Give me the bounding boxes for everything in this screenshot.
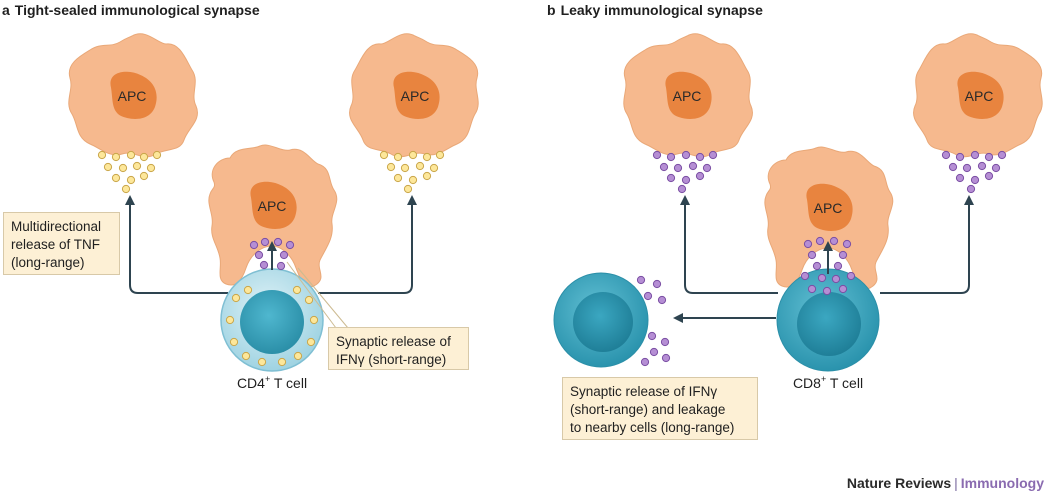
tnf-release-callout: Multidirectional release of TNF (long-ra… [3, 212, 120, 275]
apc-cell: APC [349, 33, 479, 158]
callout-line: Synaptic release of IFNγ [570, 384, 718, 399]
tnf-granules [97, 150, 162, 194]
tnf-granule [408, 150, 418, 160]
tnf-granule [386, 162, 396, 172]
release-arrow-right [880, 195, 974, 294]
tnf-granule [429, 163, 439, 173]
tnf-granule [111, 152, 121, 162]
cd8-cell-label: CD8+ T cell [793, 374, 863, 391]
leaked-ifn-granules [636, 275, 671, 367]
apc-cell-synapse: APC [764, 146, 894, 290]
panel-b-title-text: Leaky immunological synapse [560, 2, 763, 18]
release-arrow-left [680, 195, 778, 294]
tnf-granule [379, 150, 389, 160]
tnf-granule [103, 162, 113, 172]
apc-label: APC [401, 88, 430, 104]
credit-separator: | [954, 475, 958, 491]
callout-line: Synaptic release of [336, 334, 451, 349]
journal-credit: Nature Reviews|Immunology [847, 475, 1044, 491]
tnf-granule [146, 163, 156, 173]
release-arrow-left [125, 195, 228, 294]
apc-label: APC [673, 88, 702, 104]
leakage-callout: Synaptic release of IFNγ (short-range) a… [562, 377, 758, 440]
tnf-granule [393, 152, 403, 162]
cd4-cell-label: CD4+ T cell [237, 374, 307, 391]
tnf-granule [415, 161, 425, 171]
callout-line: release of TNF [11, 237, 101, 252]
tnf-granule [139, 152, 149, 162]
apc-label: APC [258, 198, 287, 214]
t-cell-nucleus [797, 292, 861, 356]
tnf-granule [400, 163, 410, 173]
tnf-granule [422, 171, 432, 181]
journal-subject: Immunology [960, 475, 1044, 491]
release-arrow-right [318, 195, 417, 294]
callout-pointer [286, 261, 337, 329]
callout-line: (short-range) and leakage [570, 402, 726, 417]
panel-b-letter: b [547, 2, 556, 18]
callout-line: Multidirectional [11, 219, 102, 234]
cd4-t-cell [220, 268, 324, 372]
tnf-granule [111, 173, 121, 183]
apc-cell: APC [913, 33, 1043, 158]
tnf-granule [132, 161, 142, 171]
apc-cell: APC [623, 33, 753, 158]
tnf-granule [126, 150, 136, 160]
callout-line: to nearby cells (long-range) [570, 420, 735, 435]
apc-label: APC [965, 88, 994, 104]
tnf-granule [422, 152, 432, 162]
callout-line: (long-range) [11, 255, 85, 270]
panel-a: APC APC APC [68, 33, 479, 391]
tnf-granule [152, 150, 162, 160]
tnf-granule [435, 150, 445, 160]
t-cell-nucleus [240, 290, 304, 354]
apc-label: APC [814, 200, 843, 216]
callout-line: IFNγ (short-range) [336, 352, 447, 367]
panel-a-title-text: Tight-sealed immunological synapse [14, 2, 260, 18]
apc-cell-synapse: APC [208, 144, 338, 288]
nearby-cell-nucleus [573, 292, 633, 352]
synaptic-release-callout: Synaptic release of IFNγ (short-range) [328, 327, 469, 370]
panel-a-letter: a [2, 2, 10, 18]
tnf-granules-in-cell [225, 285, 319, 367]
ifn-granules [941, 150, 1007, 194]
nearby-cell [553, 272, 649, 368]
cd8-t-cell [776, 268, 880, 372]
tnf-granule [121, 184, 131, 194]
tnf-granule [118, 163, 128, 173]
panel-b: APC APC APC [553, 33, 1043, 391]
ifn-granules [652, 150, 718, 194]
apc-cell: APC [68, 33, 198, 158]
apc-label: APC [118, 88, 147, 104]
tnf-granule [393, 173, 403, 183]
tnf-granule [126, 175, 136, 185]
ifn-granules [800, 236, 856, 296]
journal-name: Nature Reviews [846, 475, 952, 491]
tnf-granule [408, 175, 418, 185]
tnf-granule [139, 171, 149, 181]
callout-pointer [297, 267, 349, 329]
tnf-granules [379, 150, 445, 194]
tnf-granule [97, 150, 107, 160]
ifn-granules [249, 237, 295, 271]
tnf-granule [403, 184, 413, 194]
